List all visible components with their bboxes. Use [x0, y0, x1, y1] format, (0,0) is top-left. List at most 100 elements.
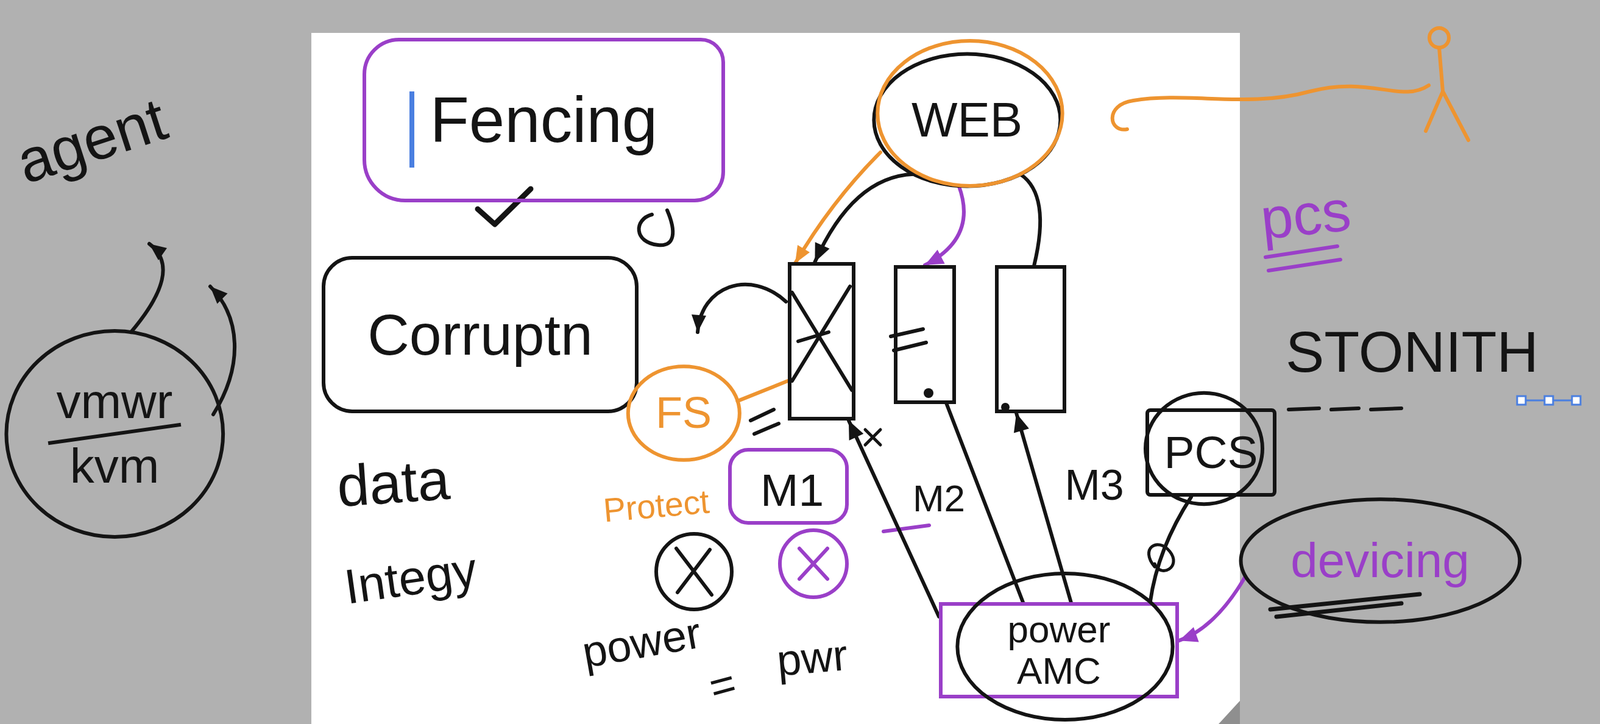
equal-marks — [750, 409, 779, 434]
server-box: M1 — [787, 261, 856, 421]
heading-wrap: M3 — [1064, 461, 1124, 509]
connector-line — [924, 185, 964, 266]
arrow-head — [1013, 413, 1030, 433]
label-wrap: power — [578, 608, 705, 677]
process-box: Fencing — [362, 37, 726, 203]
connector-line — [737, 380, 788, 401]
text-stack: Corruptn — [325, 259, 635, 410]
text-stack: PCS — [1149, 411, 1273, 493]
text-stack: Fencing — [366, 41, 722, 199]
page-fold — [1218, 700, 1240, 724]
text-stack: WEB — [870, 51, 1065, 189]
heading-wrap: M1 — [760, 464, 824, 516]
x-mark — [865, 429, 881, 445]
note-text: power — [578, 608, 705, 677]
fail-symbol — [799, 548, 828, 579]
arrow-head — [795, 244, 810, 264]
text-stack: vmwr kvm — [1, 326, 228, 542]
node-label: devicing — [1290, 533, 1470, 588]
selection-handle — [1571, 396, 1581, 405]
selection-handle — [1517, 396, 1526, 405]
node-label: vmwr — [56, 374, 173, 429]
heading-wrap: M2 — [912, 477, 966, 520]
connector-line — [1150, 496, 1192, 602]
check-mark — [477, 188, 531, 225]
ellipse-node: devicing — [1235, 496, 1526, 625]
text-stack: FS — [625, 364, 743, 462]
underline — [1265, 246, 1341, 271]
connector — [814, 174, 914, 262]
curved-arrow — [697, 284, 786, 333]
user-head — [1429, 28, 1449, 48]
note-text: pwr — [775, 630, 850, 685]
user-body — [1425, 47, 1469, 141]
ellipse-stroke — [6, 330, 224, 537]
arrow-head — [814, 241, 830, 262]
underline — [1270, 594, 1420, 617]
underline — [1288, 408, 1402, 410]
underline — [883, 525, 930, 532]
selection-handle — [1544, 396, 1554, 405]
circle-node: vmwr kvm — [1, 326, 228, 542]
server-box: M3 — [994, 265, 1067, 414]
node-label: Corruptn — [367, 302, 593, 367]
node-label: PCS — [1163, 427, 1258, 478]
text-stack: devicing — [1235, 496, 1526, 625]
fail-symbol — [779, 530, 847, 598]
node-label: Fencing — [430, 84, 659, 156]
ellipse-stroke — [627, 366, 740, 461]
connector — [1020, 174, 1041, 266]
connector — [737, 380, 788, 401]
process-box: Corruptn — [321, 255, 639, 414]
cross-out — [792, 286, 852, 390]
process-box: PCS — [1145, 408, 1277, 497]
label-wrap: pcs — [1257, 178, 1354, 252]
text-stack: power AMC — [942, 605, 1176, 695]
node-label: FS — [655, 388, 712, 437]
fail-symbol — [676, 548, 712, 595]
note-text: Protect — [601, 483, 712, 529]
fail-symbol — [656, 533, 732, 610]
arrow-head — [848, 420, 864, 441]
arrow-head — [210, 286, 228, 305]
arrow-head — [149, 243, 167, 261]
arrow-head — [1178, 626, 1200, 643]
whiteboard-page — [311, 32, 1240, 724]
circle-node: FS — [625, 364, 743, 462]
label-wrap: Protect — [601, 483, 712, 529]
dot — [923, 388, 934, 398]
connector — [1178, 576, 1246, 642]
arrow-head — [924, 249, 946, 266]
label-wrap: = — [703, 658, 741, 712]
note-text: pcs — [1257, 178, 1354, 252]
node-heading: M2 — [912, 477, 966, 520]
connector — [1150, 496, 1192, 602]
label-wrap: agent — [8, 84, 175, 196]
note-text: agent — [8, 84, 175, 196]
curved-arrow — [795, 152, 881, 264]
highlight-box — [729, 449, 847, 523]
server-box: M2 — [893, 265, 956, 404]
pen-loop — [639, 210, 674, 245]
ellipse-stroke — [1240, 499, 1520, 623]
ellipse-stroke — [877, 40, 1062, 186]
note-text: data — [335, 447, 453, 519]
label-wrap: STONITH — [1285, 319, 1539, 384]
node-heading: M1 — [760, 464, 824, 516]
title-text: STONITH — [1285, 319, 1539, 384]
label-wrap: pwr — [775, 630, 850, 685]
text-cursor — [409, 91, 415, 168]
node-label: kvm — [70, 439, 160, 493]
arrow-head — [691, 314, 707, 333]
label-wrap: data — [335, 447, 453, 519]
connector-line — [814, 174, 914, 262]
node-label: WEB — [911, 93, 1023, 147]
ellipse-node: WEB — [870, 51, 1065, 189]
connector — [924, 185, 964, 266]
node-heading: M3 — [1064, 461, 1124, 509]
node-label: power AMC — [985, 608, 1133, 692]
equals-sign: = — [703, 658, 741, 712]
ellipse-stroke — [957, 573, 1173, 720]
process-box: power AMC — [938, 601, 1179, 699]
